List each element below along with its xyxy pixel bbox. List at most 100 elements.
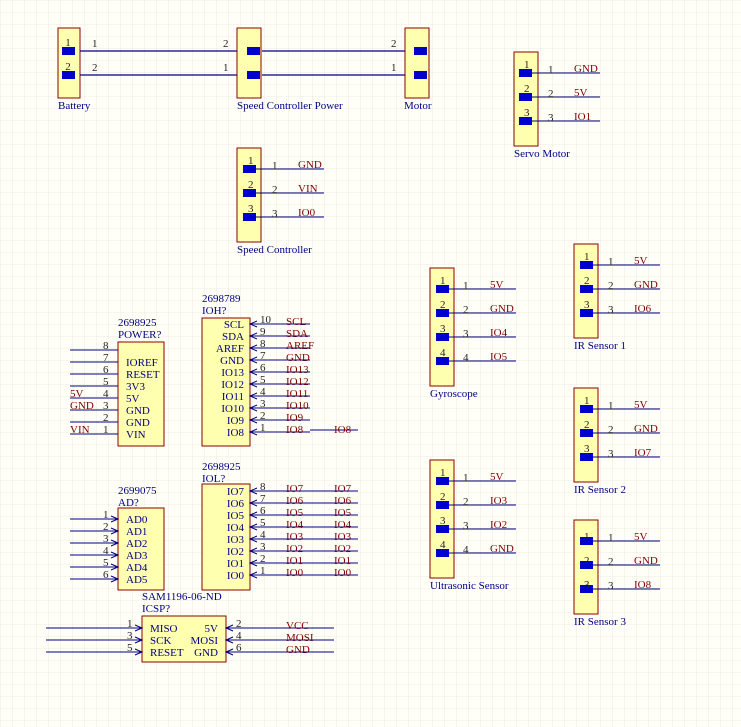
connector-motor[interactable]: 2 1 Motor [391,27,432,112]
pin-marker [519,69,532,77]
net-label: IO0 [298,207,316,219]
net-label: GND [634,279,658,291]
net-label: IO0 [286,567,304,579]
pin-name: AREF [216,343,244,355]
header-power[interactable]: 2698925 POWER? 8 7 IOREF 6 RESET 5 3V3 4… [70,317,165,447]
part-number: 2699075 [118,485,157,497]
component-body [141,615,227,663]
net-label: 5V [70,388,84,400]
designator: IOH? [202,305,227,317]
pin-number: 4 [440,539,446,551]
pin-number: 3 [103,400,109,412]
header-ad[interactable]: 2699075 AD? [117,485,165,591]
connector-servo-motor[interactable]: 1 1 GND 2 2 5V 3 3 IO1 Servo Motor [513,51,600,160]
pin-name: IO7 [227,486,245,498]
pin-row: 3 GND GND [70,400,150,417]
pin-arrow [110,515,120,523]
connector-speed-controller-power[interactable]: 2 1 Speed Controller Power [223,27,343,112]
pin-name: RESET [150,647,184,659]
pin-number: 4 [440,347,446,359]
pin-marker [580,405,593,413]
pin-marker [580,561,593,569]
pin-number: 3 [248,203,254,215]
net-label: SDA [286,328,308,340]
pin-name: IOREF [126,357,158,369]
pin-arrow [248,559,258,567]
pin-name: SCK [150,635,171,647]
connector-ir-sensor-2[interactable]: 1 1 5V 2 2 GND 3 3 IO7 IR Sensor 2 [573,387,660,496]
pin-name: IO12 [221,379,244,391]
net-label: IO6 [286,495,304,507]
pin-name: IO6 [227,498,245,510]
pin-row: 3 3 IO2 [436,515,516,533]
pin-number: 2 [440,491,446,503]
connector-gyroscope[interactable]: 1 1 5V 2 2 GND 3 3 IO4 4 4 IO5 Gyroscope [429,267,516,400]
pin-number: 5 [103,376,109,388]
net-label: GND [298,159,322,171]
net-label: IO7 [334,483,352,495]
header-icsp[interactable]: SAM1196-06-ND ICSP? [141,591,227,663]
pin-row: 2 2 VIN [243,179,324,197]
pin-number: 6 [260,362,266,374]
pin-number: 2 [608,424,614,436]
pin-arrow [248,368,258,376]
pin-number: 1 [103,424,109,436]
component-body [201,483,251,591]
net-label: VIN [298,183,318,195]
pin-name: GND [194,647,218,659]
pin-arrow [224,624,234,632]
connector-battery[interactable]: 1 2 1 2 Battery [57,27,98,112]
pin-name: 5V [126,393,140,405]
header-ioh[interactable]: 2698789 IOH? [201,293,251,447]
pin-marker [580,453,593,461]
pin-marker [580,285,593,293]
pin-name: IO1 [227,558,244,570]
part-number: SAM1196-06-ND [142,591,222,603]
net-label: IO3 [286,531,304,543]
pin-number: 9 [260,326,266,338]
pin-name: AD4 [126,562,148,574]
net-label: GND [634,423,658,435]
net-label: IO11 [286,388,308,400]
pin-marker [436,525,449,533]
net-label: IO6 [334,495,352,507]
connector-speed-controller[interactable]: 1 1 GND 2 2 VIN 3 3 IO0 Speed Controller [236,147,324,256]
pin-row: 1 1 5V [580,395,660,413]
header-iol[interactable]: 2698925 IOL? [201,461,251,591]
pin-number: 2 [463,496,469,508]
pin-number: 6 [260,505,266,517]
pin-row: 2 GND [70,412,150,429]
pin-number: 2 [272,184,278,196]
pin-row: 1 1 GND [519,59,600,77]
pin-name: IO0 [227,570,245,582]
designator: ICSP? [142,603,170,615]
net-label: IO5 [286,507,304,519]
pin-number: 1 [272,160,278,172]
net-label: VCC [286,620,309,632]
net-label: GND [490,303,514,315]
pin-marker [247,71,260,79]
pin-number: 1 [92,38,98,50]
pin-row: 1 1 5V [436,275,516,293]
net-label: IO4 [334,519,352,531]
component-label: Servo Motor [514,148,570,160]
connector-ultrasonic-sensor[interactable]: 1 1 5V 2 2 IO3 3 3 IO2 4 4 GND Ultrasoni… [429,459,516,592]
connector-ir-sensor-3[interactable]: 1 1 5V 2 2 GND 3 3 IO8 IR Sensor 3 [573,519,660,628]
connector-ir-sensor-1[interactable]: 1 1 5V 2 2 GND 3 3 IO6 IR Sensor 1 [573,243,660,352]
pin-marker [243,189,256,197]
pin-marker [62,71,75,79]
pin-number: 3 [524,107,530,119]
pin-number: 8 [260,481,266,493]
pin-arrow [248,547,258,555]
pin-marker [580,309,593,317]
pin-number: 3 [608,580,614,592]
pin-name: SCL [224,319,244,331]
pin-name: SDA [222,331,244,343]
net-label: IO4 [286,519,304,531]
component-body [201,317,251,447]
